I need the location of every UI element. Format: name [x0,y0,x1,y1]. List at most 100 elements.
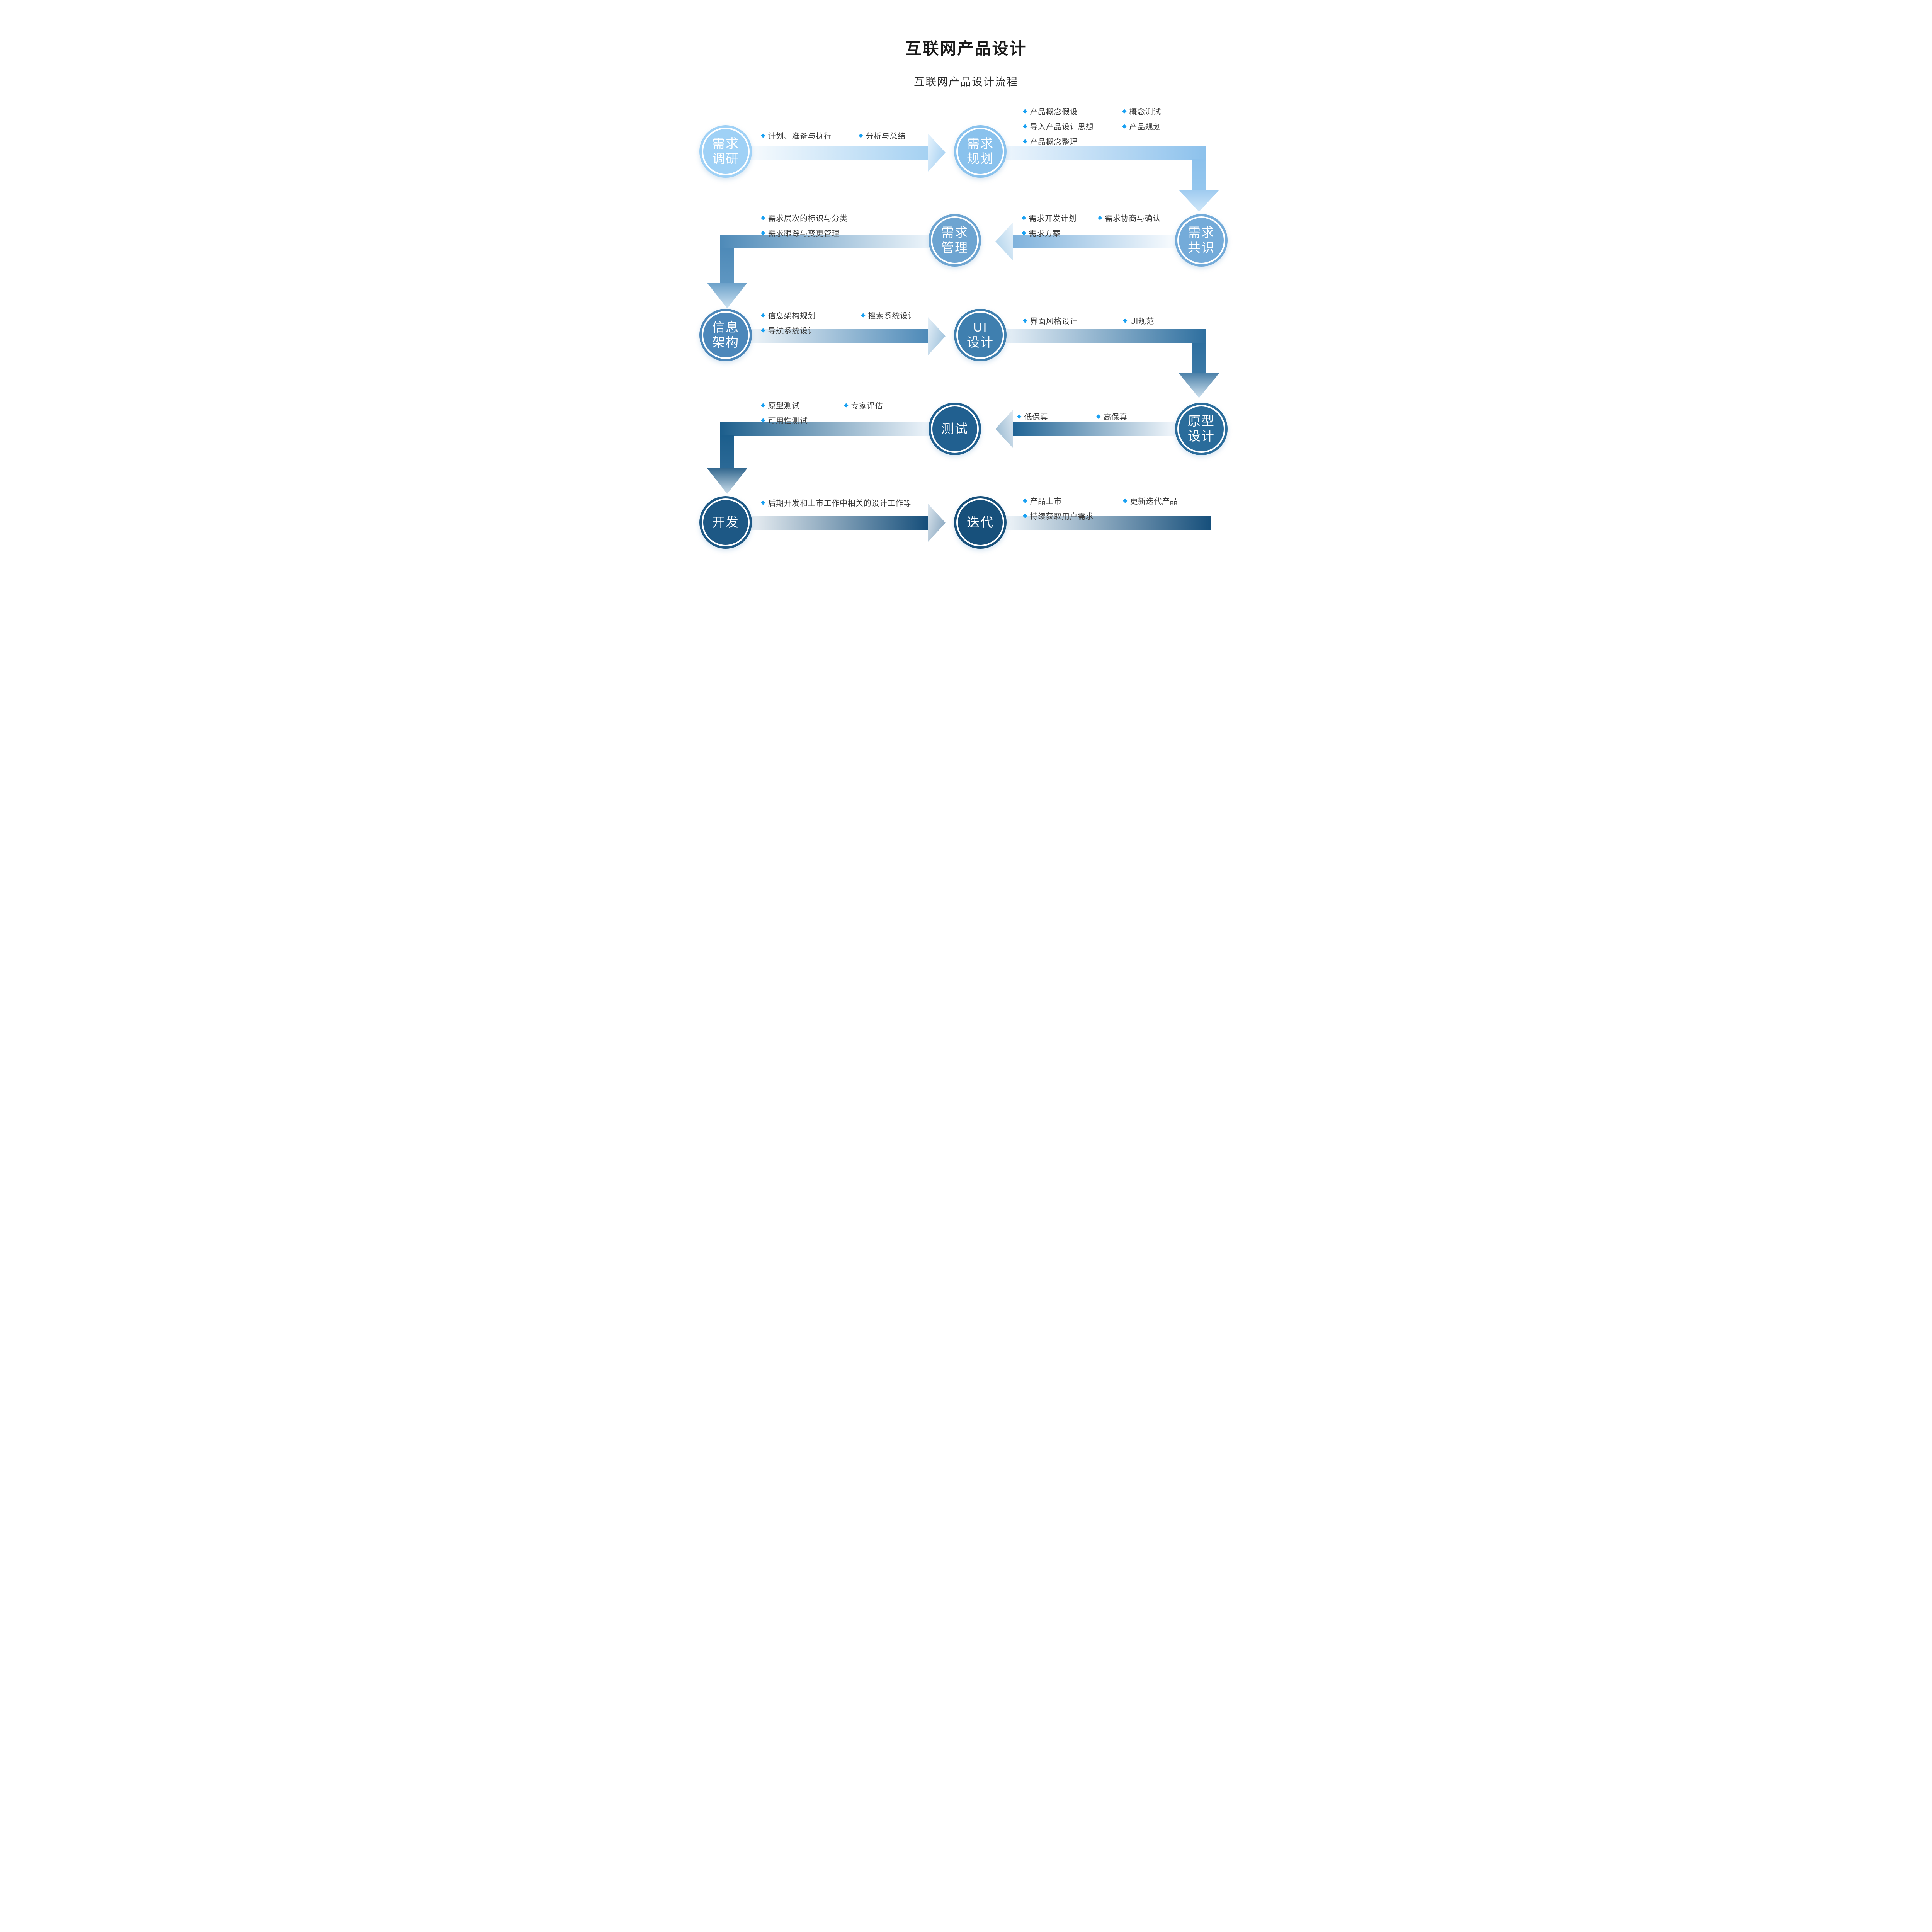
bullet-item-consensus-2: ◆ 需求方案 [1022,230,1061,238]
stage-label: 需求 [941,225,968,240]
stage-label: 需求 [712,136,739,151]
diamond-bullet-icon: ◆ [761,402,765,408]
stage-circle-ui-design: UI 设计 [954,309,1007,361]
arrow-planning-to-consensus-bar [1002,146,1206,160]
bullet-item-planning-1: ◆ 概念测试 [1122,108,1161,116]
stage-label: 调研 [712,151,739,166]
arrow-iteration-outgoing-bar [1002,516,1211,530]
diamond-bullet-icon: ◆ [761,417,765,423]
diamond-bullet-icon: ◆ [844,402,849,408]
bullet-item-consensus-1: ◆ 需求协商与确认 [1098,214,1161,223]
arrow-ia-to-ui-head-icon [928,317,946,355]
diamond-bullet-icon: ◆ [1022,230,1026,236]
stage-label: 共识 [1188,240,1215,255]
stage-circle-consensus: 需求 共识 [1175,214,1228,267]
bullet-item-testing-2: ◆ 可用性测试 [761,417,808,425]
stage-circle-development: 开发 [699,496,752,549]
diamond-bullet-icon: ◆ [761,312,765,318]
diamond-bullet-icon: ◆ [1023,497,1027,504]
arrow-testing-to-development-vertical-bar [720,435,734,471]
bullet-item-planning-0: ◆ 产品概念假设 [1023,108,1078,116]
stage-label: 设计 [967,335,994,349]
bullet-item-ia-1: ◆ 搜索系统设计 [861,312,916,320]
page-title: 互联网产品设计 [905,39,1027,58]
arrow-consensus-to-management-bar [1013,235,1179,248]
diamond-bullet-icon: ◆ [1023,108,1027,114]
arrow-management-to-ia-vertical-bar [720,248,734,285]
stage-circle-prototype: 原型 设计 [1175,403,1228,455]
diamond-bullet-icon: ◆ [1123,317,1128,324]
bullet-item-ia-0: ◆ 信息架构规划 [761,312,816,320]
stage-label: 原型 [1188,414,1215,429]
diamond-bullet-icon: ◆ [1122,123,1127,129]
diamond-bullet-icon: ◆ [861,312,866,318]
bullet-item-development-0: ◆ 后期开发和上市工作中相关的设计工作等 [761,499,912,508]
arrow-prototype-to-testing-head-icon [995,410,1013,448]
stage-label: 信息 [712,320,739,335]
stage-circle-testing: 测试 [929,403,981,455]
arrow-development-to-iteration-head-icon [928,503,946,542]
stage-label: 需求 [1188,225,1215,240]
diamond-bullet-icon: ◆ [1122,108,1127,114]
diamond-bullet-icon: ◆ [1023,317,1027,324]
bullet-item-testing-1: ◆ 专家评估 [844,402,883,410]
arrow-management-to-ia-head-icon [707,283,747,308]
arrow-planning-to-consensus-vertical-bar [1192,159,1206,192]
diamond-bullet-icon: ◆ [1096,413,1101,420]
diamond-bullet-icon: ◆ [1023,138,1027,145]
stage-circle-management: 需求 管理 [929,214,981,267]
diamond-bullet-icon: ◆ [1023,512,1027,519]
arrow-ia-to-ui-bar [732,329,928,343]
arrow-research-to-planning-head-icon [928,133,946,172]
bullet-item-prototype-0: ◆ 低保真 [1017,413,1048,422]
page-subtitle: 互联网产品设计流程 [913,76,1018,88]
diamond-bullet-icon: ◆ [1017,413,1022,420]
bullet-item-prototype-1: ◆ 高保真 [1096,413,1128,422]
bullet-item-ui-0: ◆ 界面风格设计 [1023,317,1078,326]
diamond-bullet-icon: ◆ [1123,497,1128,504]
bullet-item-planning-4: ◆ 产品概念整理 [1023,138,1078,146]
stage-circle-iteration: 迭代 [954,496,1007,549]
diamond-bullet-icon: ◆ [761,132,765,139]
arrow-testing-to-development-head-icon [707,468,747,494]
arrow-management-to-ia-bar [720,235,929,248]
bullet-item-testing-0: ◆ 原型测试 [761,402,800,410]
stage-label: 架构 [712,335,739,349]
arrow-ui-to-prototype-vertical-bar [1192,343,1206,376]
arrow-ui-to-prototype-head-icon [1179,373,1219,398]
stage-label: 开发 [712,515,739,529]
bullet-item-iteration-1: ◆ 更新迭代产品 [1123,497,1178,506]
diamond-bullet-icon: ◆ [761,327,765,333]
bullet-item-ia-2: ◆ 导航系统设计 [761,327,816,335]
stage-label: 测试 [941,421,968,436]
arrow-prototype-to-testing-bar [1013,422,1177,436]
bullet-item-iteration-0: ◆ 产品上市 [1023,497,1062,506]
stage-label: UI [973,320,988,335]
bullet-item-management-1: ◆ 需求跟踪与变更管理 [761,230,840,238]
bullet-item-planning-3: ◆ 产品规划 [1122,123,1161,131]
diamond-bullet-icon: ◆ [1022,214,1026,221]
bullet-item-planning-2: ◆ 导入产品设计思想 [1023,123,1094,131]
diamond-bullet-icon: ◆ [761,230,765,236]
arrow-research-to-planning-bar [732,146,928,160]
bullet-item-consensus-0: ◆ 需求开发计划 [1022,214,1077,223]
diamond-bullet-icon: ◆ [859,132,863,139]
bullet-item-ui-1: ◆ UI规范 [1123,317,1154,326]
stage-label: 管理 [941,240,968,255]
arrow-ui-to-prototype-bar [1002,329,1206,343]
diamond-bullet-icon: ◆ [761,214,765,221]
flow-diagram: 互联网产品设计 互联网产品设计流程 需求 调研 需求 规划 需求 共识 需求 [674,0,1258,611]
arrow-development-to-iteration-bar [732,516,928,530]
stage-circle-research: 需求 调研 [699,125,752,178]
stage-label: 设计 [1188,429,1215,443]
stage-label: 迭代 [967,515,994,529]
stage-label: 需求 [967,136,994,151]
bullet-item-research-1: ◆ 分析与总结 [859,132,906,141]
diamond-bullet-icon: ◆ [1098,214,1102,221]
arrow-testing-to-development-bar [720,422,929,436]
stage-label: 规划 [967,151,994,166]
stage-circle-information-architecture: 信息 架构 [699,309,752,361]
diamond-bullet-icon: ◆ [761,499,765,506]
stage-circle-planning: 需求 规划 [954,125,1007,178]
bullet-item-research-0: ◆ 计划、准备与执行 [761,132,832,141]
